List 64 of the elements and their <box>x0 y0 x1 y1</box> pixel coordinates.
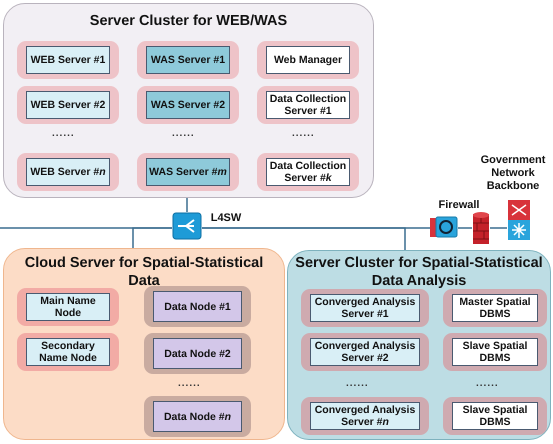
server-card <box>257 86 359 124</box>
server-label: WEB Server #n <box>26 158 110 186</box>
device-label: Firewall <box>438 199 480 212</box>
server-label: Master Spatial DBMS <box>452 294 538 322</box>
server-label: Secondary Name Node <box>26 338 110 366</box>
server-card <box>17 153 119 191</box>
server-label: Data Collection Server #k <box>266 158 350 186</box>
server-label: Main Name Node <box>26 293 110 321</box>
ellipsis-mark: ...... <box>52 128 75 139</box>
panel-title: Server Cluster for Spatial-Statistical Data Analysis <box>294 254 544 290</box>
cluster-panel <box>3 3 374 198</box>
server-label: Slave Spatial DBMS <box>452 402 538 430</box>
brick-wall-icon <box>472 211 490 245</box>
server-label: Data Node #n <box>153 401 242 432</box>
server-label: Slave Spatial DBMS <box>452 338 538 366</box>
server-card <box>137 153 239 191</box>
server-label: WAS Server #2 <box>146 91 230 119</box>
cluster-panel <box>3 248 285 440</box>
panel-title: Cloud Server for Spatial-Statistical Data <box>24 254 264 290</box>
server-label: Data Node #1 <box>153 291 242 322</box>
server-card <box>443 289 547 327</box>
ellipsis-mark: ...... <box>178 378 201 389</box>
server-card <box>301 397 429 435</box>
server-card <box>17 288 119 326</box>
server-card <box>137 41 239 79</box>
network-link <box>202 227 430 229</box>
server-label: Converged Analysis Server #1 <box>310 294 420 322</box>
server-card <box>17 41 119 79</box>
network-link <box>186 198 188 212</box>
panel-title: Server Cluster for WEB/WAS <box>88 12 288 30</box>
server-label: Data Node #2 <box>153 338 242 369</box>
network-link <box>132 227 172 248</box>
device-label: L4SW <box>210 212 242 225</box>
server-card <box>137 86 239 124</box>
server-card <box>144 286 251 327</box>
server-card <box>257 153 359 191</box>
network-link <box>490 227 507 229</box>
server-label: WAS Server #1 <box>146 46 230 74</box>
security-appliance-icon <box>430 216 458 238</box>
server-card <box>144 396 251 437</box>
server-label: Web Manager <box>266 46 350 74</box>
ellipsis-mark: ...... <box>172 128 195 139</box>
server-card <box>301 333 429 371</box>
server-label: WAS Server #m <box>146 158 230 186</box>
cluster-panel <box>287 250 551 440</box>
server-label: Converged Analysis Server #2 <box>310 338 420 366</box>
server-card <box>17 86 119 124</box>
server-label: Data Collection Server #1 <box>266 91 350 119</box>
network-link <box>458 227 472 229</box>
server-card <box>443 333 547 371</box>
ellipsis-mark: ...... <box>292 128 315 139</box>
server-card <box>17 333 119 371</box>
network-router-icon <box>507 199 531 241</box>
ellipsis-mark: ...... <box>476 378 499 389</box>
device-label: Government Network Backbone <box>480 154 546 193</box>
network-switch-icon <box>172 212 202 240</box>
server-card <box>144 333 251 374</box>
server-card <box>301 289 429 327</box>
server-label: WEB Server #1 <box>26 46 110 74</box>
server-card <box>443 397 547 435</box>
ellipsis-mark: ...... <box>346 378 369 389</box>
server-card <box>257 41 359 79</box>
server-label: WEB Server #2 <box>26 91 110 119</box>
server-label: Converged Analysis Server #n <box>310 402 420 430</box>
